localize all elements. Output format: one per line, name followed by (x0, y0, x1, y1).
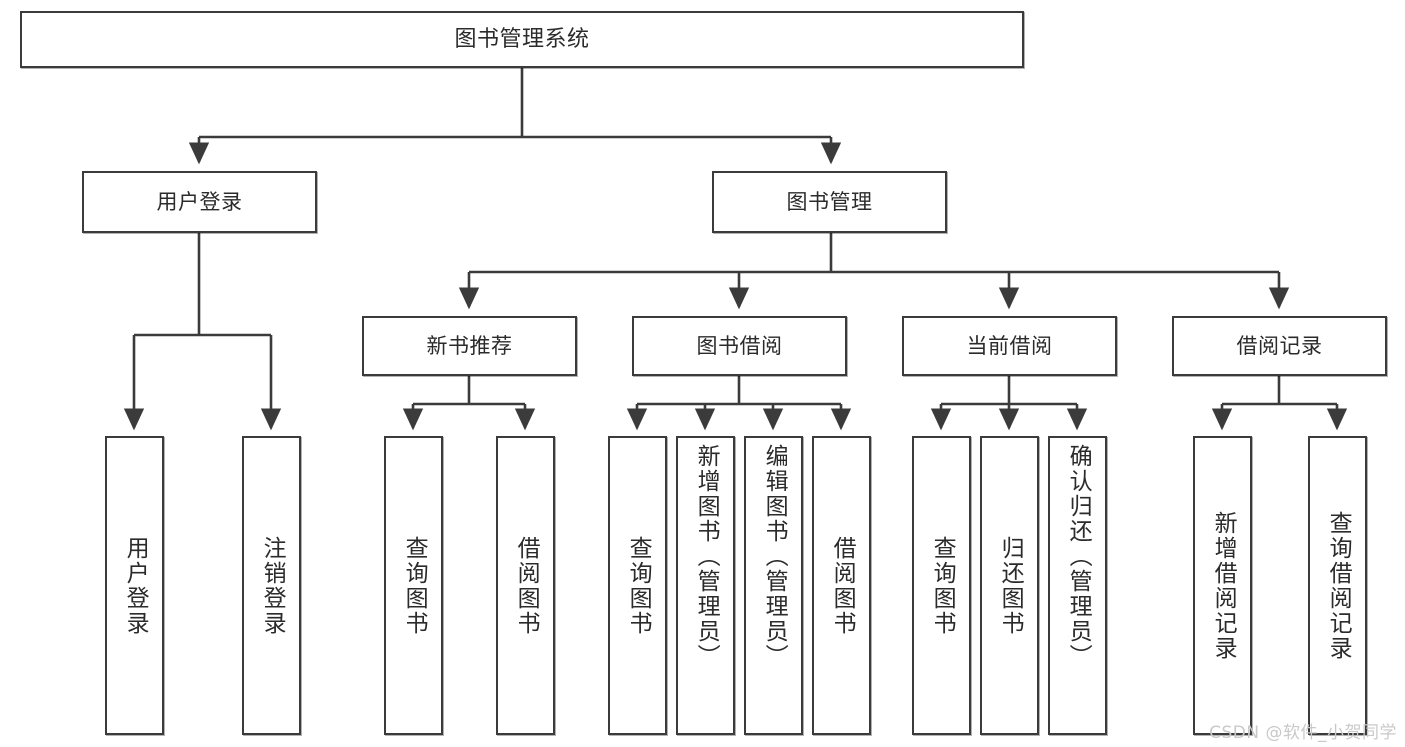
node-label: 注销登录 (259, 535, 286, 636)
node-book-management[interactable]: 图书管理 (712, 171, 947, 233)
leaf-current-borrow-return[interactable]: 归还图书 (980, 436, 1039, 735)
leaf-borrow-record-add[interactable]: 新增借阅记录 (1193, 436, 1252, 735)
node-label: 查询图书 (625, 535, 652, 636)
leaf-book-borrow-edit[interactable]: 编辑图书（管理员） (744, 436, 803, 735)
leaf-current-borrow-confirm[interactable]: 确认归还（管理员） (1048, 436, 1107, 735)
node-label: 归还图书 (997, 535, 1024, 636)
node-label: 新增借阅记录 (1210, 510, 1237, 661)
node-book-borrow[interactable]: 图书借阅 (632, 316, 847, 376)
node-borrow-record[interactable]: 借阅记录 (1172, 316, 1387, 376)
node-label: 确认归还（管理员） (1065, 444, 1092, 669)
node-label: 编辑图书（管理员） (761, 444, 788, 669)
node-label: 新书推荐 (426, 333, 513, 358)
leaf-user-login-signout[interactable]: 注销登录 (242, 436, 301, 735)
node-new-book-recommend[interactable]: 新书推荐 (362, 316, 577, 376)
leaf-new-book-query[interactable]: 查询图书 (384, 436, 443, 735)
node-user-login[interactable]: 用户登录 (82, 171, 317, 233)
node-label: 借阅图书 (829, 535, 856, 636)
leaf-new-book-borrow[interactable]: 借阅图书 (496, 436, 555, 735)
node-label: 新增图书（管理员） (693, 444, 720, 669)
leaf-book-borrow-lend[interactable]: 借阅图书 (812, 436, 871, 735)
node-label: 查询借阅记录 (1325, 510, 1352, 661)
node-label: 借阅记录 (1236, 333, 1323, 358)
node-label: 用户登录 (156, 189, 243, 214)
leaf-book-borrow-query[interactable]: 查询图书 (608, 436, 667, 735)
leaf-book-borrow-add[interactable]: 新增图书（管理员） (676, 436, 735, 735)
node-label: 借阅图书 (513, 535, 540, 636)
node-current-borrow[interactable]: 当前借阅 (902, 316, 1117, 376)
watermark-text: CSDN @软件_小贺同学 (1209, 723, 1397, 743)
node-root-system[interactable]: 图书管理系统 (20, 11, 1024, 68)
node-label: 用户登录 (122, 535, 149, 636)
leaf-borrow-record-query[interactable]: 查询借阅记录 (1308, 436, 1367, 735)
leaf-current-borrow-query[interactable]: 查询图书 (912, 436, 971, 735)
node-label: 查询图书 (401, 535, 428, 636)
node-label: 查询图书 (929, 535, 956, 636)
node-label: 图书管理 (786, 189, 873, 214)
node-label: 图书借阅 (696, 333, 783, 358)
node-label: 图书管理系统 (454, 26, 590, 52)
leaf-user-login-signin[interactable]: 用户登录 (105, 436, 164, 735)
node-label: 当前借阅 (966, 333, 1053, 358)
